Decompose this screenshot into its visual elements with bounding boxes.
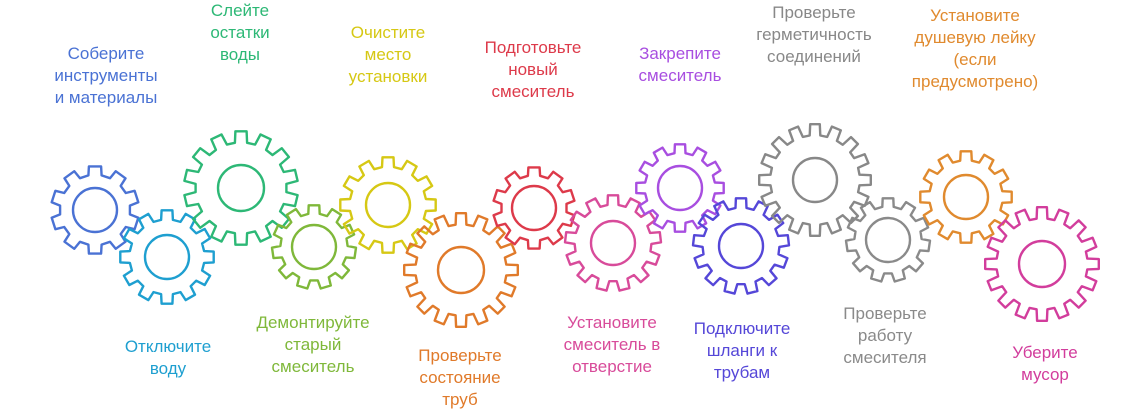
gear-icon [635,143,725,233]
gear-icon [403,212,519,328]
step-label-line: смесителя [843,348,927,367]
step-label-line: новый [508,60,558,79]
step-label: Демонтируйте старый смеситель [256,312,369,378]
step-label-line: Проверьте [418,346,502,365]
step-label-line: труб [442,390,478,409]
step-label: Проверьте состояние труб [418,345,501,411]
step-label-line: смеситель [638,66,722,85]
step-label-line: старый [284,335,342,354]
step-label-line: Подключите [693,319,791,338]
step-label-line: работу [857,326,913,345]
gear-icon [119,209,215,305]
step-label: Проверьте герметичность соединений [756,2,871,68]
step-label-line: герметичность [756,25,872,44]
step-label: Отключите воду [125,336,211,380]
step-label-line: смеситель [491,82,575,101]
gear-icon [183,130,299,246]
step-label-line: инструменты [54,66,158,85]
gear-icon [492,166,576,250]
step-label-line: остатки [210,23,270,42]
step-label-line: Очистите [350,23,426,42]
step-label-line: Проверьте [772,3,856,22]
gear-icon [50,165,140,255]
gear-icon [691,197,791,295]
step-label: Подключите шланги к трубам [694,318,791,384]
step-label: Соберите инструменты и материалы [54,43,157,109]
gear-icon [563,194,663,292]
step-label-line: (если [953,50,997,69]
step-label-line: воды [219,45,261,64]
step-label-line: Слейте [210,1,270,20]
gear-icon [919,150,1013,244]
step-label-line: место [364,45,412,64]
step-label: Уберите мусор [1012,342,1077,386]
step-label: Установите душевую лейку (если предусмотрен… [912,5,1038,93]
step-label-line: смеситель [271,357,355,376]
step-label-line: Соберите [67,44,145,63]
step-label-line: мусор [1021,365,1069,384]
step-label-line: воду [149,359,187,378]
gear-icon [270,204,358,290]
step-label-line: предусмотрено) [911,72,1039,91]
step-label: Установите смеситель в отверстие [564,312,661,378]
step-label: Закрепите смеситель [639,43,722,87]
step-label: Проверьте работу смесителя [843,303,926,369]
gear-icon [339,156,437,254]
step-label-line: Установите [930,6,1020,25]
step-label-line: Уберите [1012,343,1078,362]
step-label-line: душевую лейку [914,28,1036,47]
step-label-line: соединений [767,47,861,66]
step-label-line: установки [348,67,428,86]
step-label-line: смеситель в [563,335,661,354]
step-label-line: Установите [567,313,657,332]
step-label: Подготовьте новый смеситель [485,37,582,103]
step-label: Слейте остатки воды [210,0,269,66]
gear-icon [758,123,872,237]
step-label-line: Подготовьте [484,38,582,57]
step-label-line: Проверьте [843,304,927,323]
step-label-line: Отключите [124,337,212,356]
gear-icon [844,197,932,283]
step-label-line: трубам [713,363,771,382]
step-label-line: шланги к [706,341,778,360]
step-label: Очистите место установки [349,22,428,88]
step-label-line: и материалы [54,88,158,107]
step-label-line: состояние [419,368,501,387]
step-label-line: Закрепите [639,44,721,63]
gear-icon [984,206,1100,322]
step-label-line: отверстие [572,357,652,376]
step-label-line: Демонтируйте [256,313,370,332]
